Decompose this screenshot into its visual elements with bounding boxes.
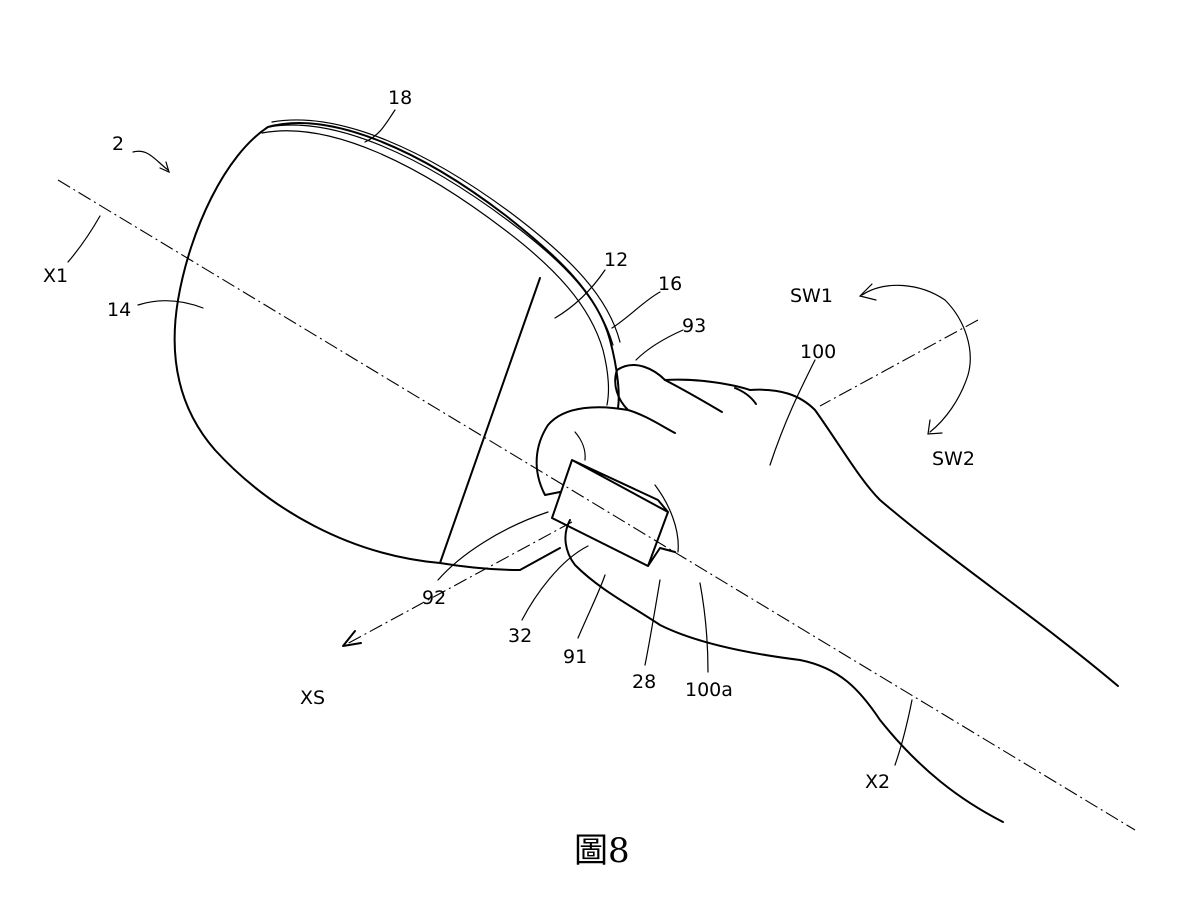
- label-ref-92: 92: [422, 587, 446, 609]
- label-ref-x2: X2: [865, 771, 890, 793]
- sw1-arrowhead: [858, 283, 877, 301]
- leader-32: [521, 545, 589, 621]
- leader-14: [137, 300, 204, 309]
- grip-handle: [551, 459, 676, 567]
- leader-2-arrow: [159, 161, 170, 174]
- blade-edge-band-inner2: [271, 119, 621, 343]
- label-ref-100a: 100a: [685, 679, 733, 701]
- leader-12: [554, 269, 606, 319]
- sw2-arrow: [929, 374, 969, 433]
- leader-x1: [67, 215, 101, 263]
- blade-edge-band-inner: [261, 130, 609, 406]
- blade-edge-band: [267, 124, 614, 346]
- leader-93: [635, 329, 684, 361]
- leader-2: [132, 150, 169, 171]
- label-ref-91: 91: [563, 646, 587, 668]
- label-ref-x1: X1: [43, 265, 68, 287]
- axis-x1-line: [57, 179, 1136, 831]
- axis-xs-arrow: [342, 630, 362, 647]
- label-ref-93: 93: [682, 315, 706, 337]
- hand-knuckle: [574, 431, 586, 461]
- rubber-boundary-line: [439, 277, 541, 564]
- label-ref-2: 2: [112, 133, 124, 155]
- figure-caption: 圖8: [574, 831, 630, 871]
- axis-x2-line: [819, 319, 979, 407]
- leader-18: [364, 109, 396, 143]
- hand-index-finger: [535, 406, 629, 496]
- leader-16: [611, 291, 661, 329]
- hand-thumb: [564, 519, 1004, 823]
- sw1-arrow: [861, 284, 971, 376]
- label-ref-32: 32: [508, 625, 532, 647]
- label-ref-18: 18: [388, 87, 412, 109]
- leader-x2: [894, 699, 913, 766]
- leader-28: [644, 579, 661, 666]
- label-ref-14: 14: [107, 299, 131, 321]
- leader-91: [577, 574, 606, 639]
- axis-xs-line: [344, 521, 573, 646]
- label-ref-xs: XS: [300, 687, 325, 709]
- label-ref-12: 12: [604, 249, 628, 271]
- label-ref-28: 28: [632, 671, 656, 693]
- racket-blade-outline: [173, 122, 620, 571]
- label-ref-sw1: SW1: [790, 285, 833, 307]
- sw2-arrowhead: [927, 419, 943, 435]
- leader-100a: [699, 582, 709, 673]
- leader-92: [437, 511, 549, 581]
- hand-palm-fold: [654, 484, 679, 553]
- leader-100: [769, 359, 816, 466]
- label-ref-16: 16: [658, 273, 682, 295]
- label-ref-sw2: SW2: [932, 448, 975, 470]
- label-ref-100: 100: [800, 341, 836, 363]
